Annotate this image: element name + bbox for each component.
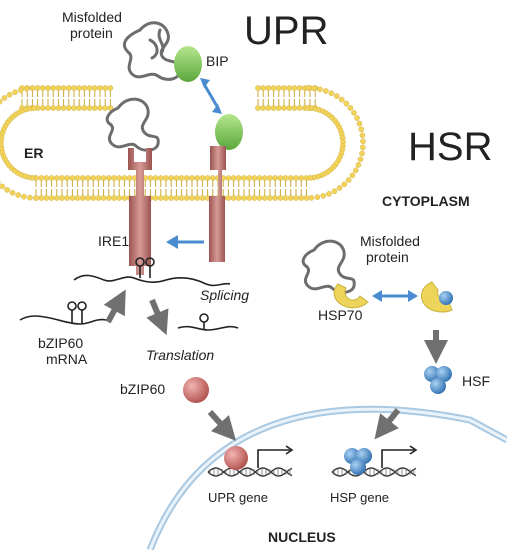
cytoplasm-label: CYTOPLASM [382,193,470,209]
bip-bound [215,114,243,150]
upr-gene-dna [207,467,293,477]
hsf-label: HSF [462,373,490,389]
misfolded-top-line2: protein [70,25,113,41]
bzip60-mrna [19,301,107,325]
misfolded-protein-ire1 [105,97,160,152]
er-membrane [0,85,366,201]
transcription-arrows [257,445,418,468]
hsf-trimer [424,366,452,394]
hsp-gene-label: HSP gene [330,490,389,505]
misfolded-right-line2: protein [366,249,409,265]
misfolded-top-line1: Misfolded [62,9,122,25]
splicing-mrna [73,257,231,287]
hsp-gene-dna [331,467,417,477]
misfolded-protein-top [122,21,182,81]
upr-title: UPR [244,9,328,53]
gray-arrows [103,289,448,441]
bzip60-mrna-line1: bZIP60 [38,335,83,351]
translation-label: Translation [146,347,214,363]
bzip60-mrna-line2: mRNA [46,351,88,367]
misfolded-protein-cytoplasm [301,239,356,294]
bip-protein [174,46,202,82]
hsp70-bound [333,283,369,309]
upr-gene-label: UPR gene [208,490,268,505]
hsr-title: HSR [408,125,492,169]
ire1-receptor [128,148,152,275]
ire1-label: IRE1 [98,233,129,249]
misfolded-right-line1: Misfolded [360,233,420,249]
bzip60-label: bZIP60 [120,381,165,397]
bzip60-protein [183,377,209,403]
nuclear-envelope [146,405,507,550]
bzip60-on-dna [224,446,248,470]
nucleus-label: NUCLEUS [268,529,336,545]
hsp70-label: HSP70 [318,307,363,323]
er-label: ER [24,145,43,161]
activation-arrow [166,235,204,249]
translated-mrna [177,313,239,331]
bip-dissociation-arrow [200,78,222,114]
hsf-bound [439,291,453,305]
ire1-inactive [209,146,226,262]
hsf-on-dna [344,448,372,475]
bip-label: BIP [206,53,229,69]
splicing-label: Splicing [200,287,249,303]
hsp70-exchange-arrow [372,290,418,302]
